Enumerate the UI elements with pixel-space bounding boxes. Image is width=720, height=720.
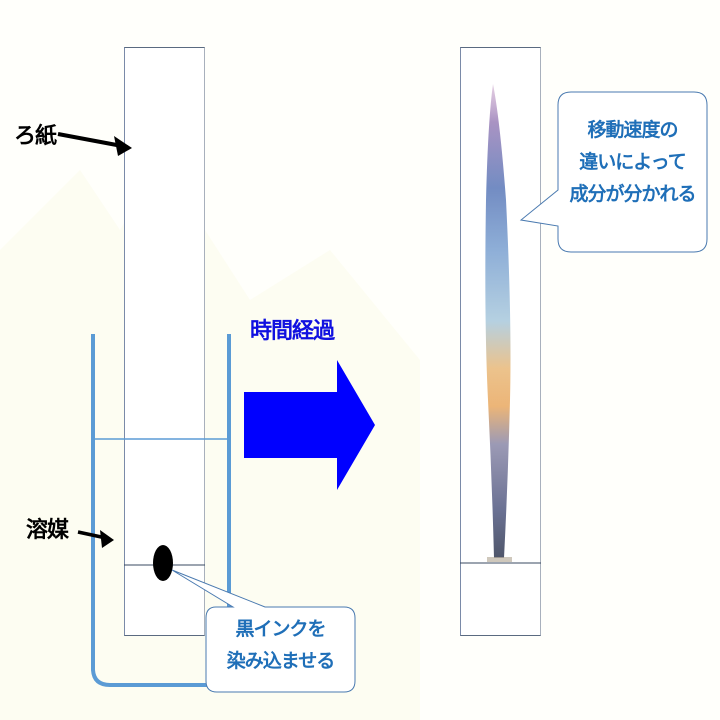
separation-callout-line1: 移動速度の	[587, 119, 678, 141]
separation-callout-line2: 違いによって	[579, 151, 686, 173]
solvent-label: 溶媒	[26, 518, 69, 543]
filter-paper-pointer-arrow	[57, 132, 123, 148]
filter-paper-before	[124, 47, 205, 636]
ink-callout-line2: 染み込ませる	[226, 650, 335, 672]
time-arrow	[244, 360, 375, 490]
separation-callout: 移動速度の 違いによって 成分が分かれる	[558, 114, 707, 210]
ink-callout: 黒インクを 染み込ませる	[206, 613, 355, 677]
separated-ink-bands	[485, 84, 511, 558]
filter-paper-label: ろ紙	[14, 124, 57, 149]
ink-callout-bubble	[171, 569, 356, 693]
ink-callout-line1: 黒インクを	[235, 618, 326, 640]
time-elapsed-label: 時間経過	[250, 319, 335, 344]
beaker-left-wall	[91, 334, 228, 687]
separation-callout-line3: 成分が分かれる	[569, 183, 696, 205]
separation-callout-bubble	[519, 91, 708, 253]
ink-dot	[153, 545, 173, 581]
